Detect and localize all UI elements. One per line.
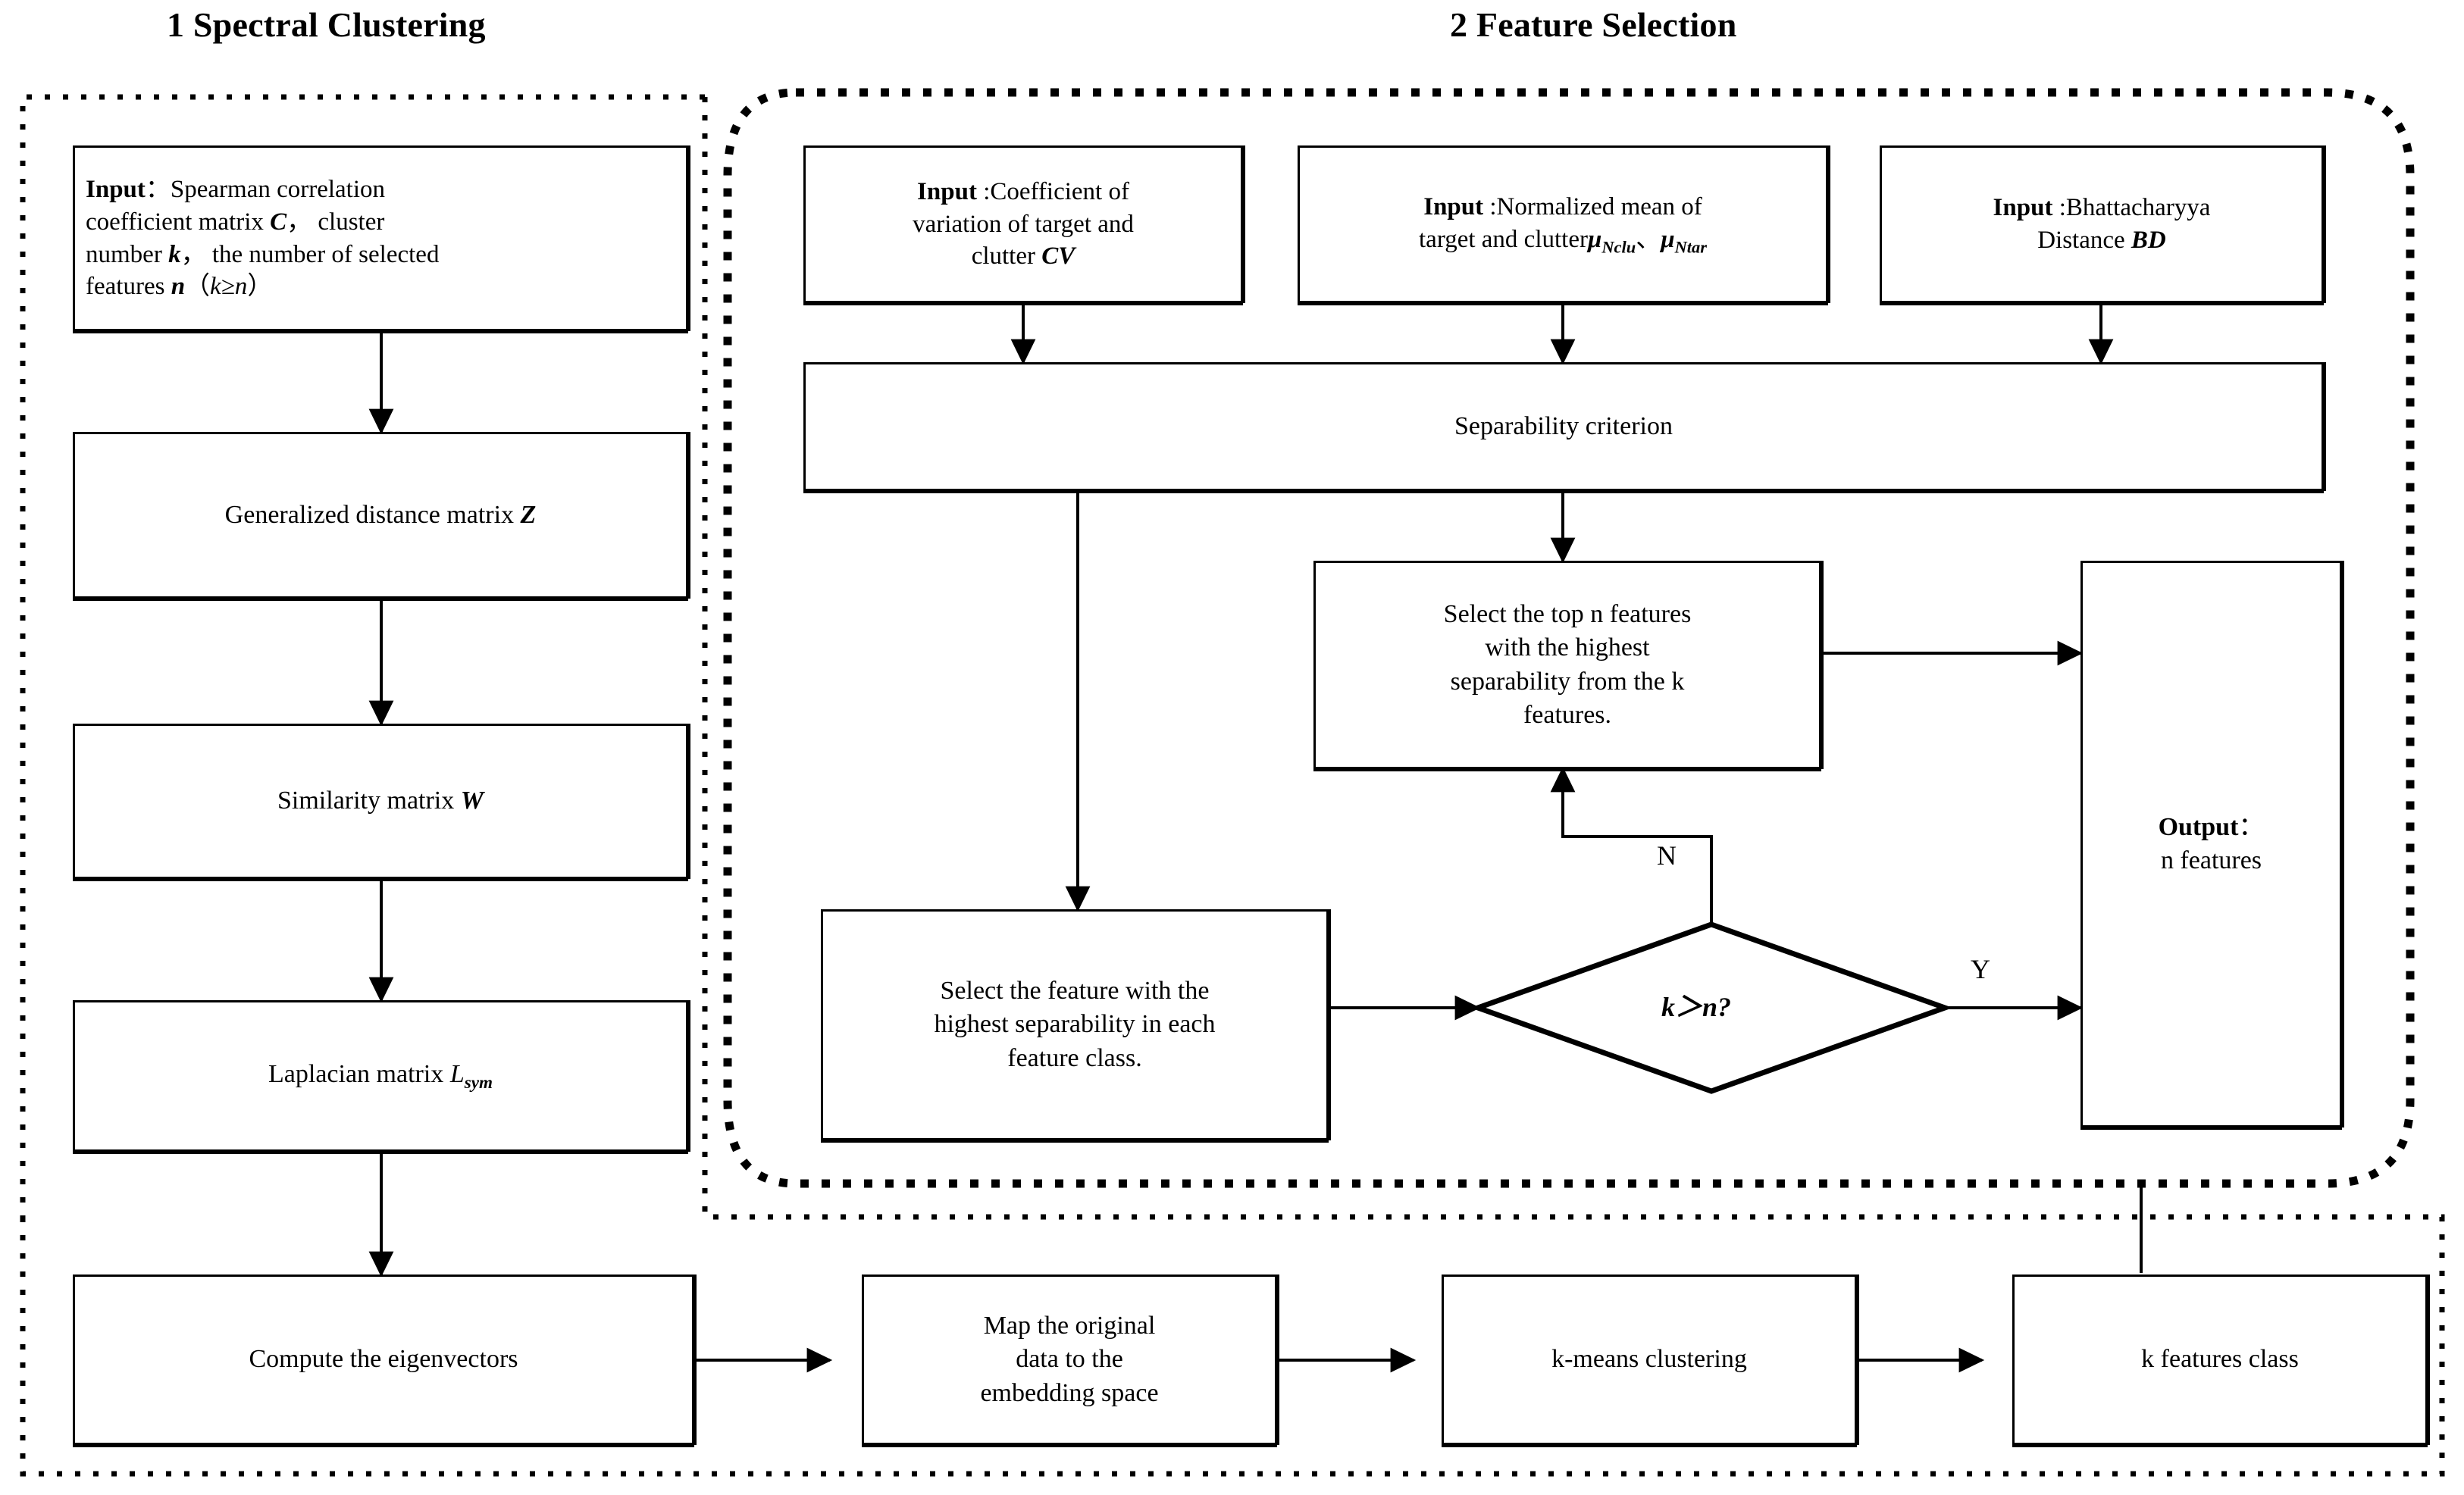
spearman-paren-open: （	[185, 273, 211, 301]
each-class-line1: Select the feature with the	[940, 977, 1210, 1006]
criterion-text: Separability criterion	[1454, 411, 1673, 440]
subscript-Ntar: Ntar	[1674, 237, 1707, 257]
decision-diamond	[1470, 921, 1953, 1094]
branch-label-yes: Y	[1971, 954, 1990, 984]
box-generalized-distance-matrix[interactable]: Generalized distance matrix Z	[73, 432, 688, 599]
decision-condition-label: k＞n?	[1661, 992, 1732, 1022]
spearman-line3a: number	[86, 240, 169, 268]
mean-input-label: Input	[1423, 192, 1484, 220]
cv-line1: Coefficient of	[990, 177, 1129, 205]
bottom-row-connectors	[694, 1181, 2143, 1373]
mean-line1: Normalized mean of	[1496, 192, 1702, 220]
region2-connectors	[1010, 303, 2114, 1021]
top-n-line4: features.	[1523, 700, 1612, 729]
spearman-paren-close: ）	[247, 273, 273, 301]
box-output-n-features[interactable]: Output： n features	[2080, 561, 2342, 1128]
map-line2: data to the	[1016, 1345, 1123, 1374]
output-text: Output： n features	[2093, 811, 2329, 877]
symbol-L: L	[449, 1060, 465, 1089]
cv-input-label: Input	[917, 177, 977, 205]
box-similarity-matrix[interactable]: Similarity matrix W	[73, 724, 688, 879]
bd-input-label: Input	[1993, 194, 2053, 222]
subscript-Nclu: Nclu	[1601, 237, 1636, 257]
symbol-CV: CV	[1041, 242, 1075, 271]
spearman-line2b: ， cluster	[286, 208, 385, 236]
output-label: Output	[2158, 812, 2239, 841]
symbol-mu-Ntar: μ	[1661, 225, 1675, 253]
symbol-mu-Nclu: μ	[1587, 225, 1602, 253]
kclass-text: k features class	[2141, 1345, 2299, 1374]
arrow-diamond-no-to-top-n	[1550, 766, 1713, 924]
box-select-top-n-features[interactable]: Select the top n features with the highe…	[1313, 561, 1821, 769]
symbol-L-subscript: sym	[464, 1072, 493, 1093]
similarity-text: Similarity matrix W	[86, 784, 675, 818]
box-k-features-class[interactable]: k features class	[2012, 1275, 2428, 1445]
region-2-border	[723, 88, 2415, 1188]
cv-text: Input :Coefficient of variation of targe…	[816, 176, 1230, 274]
each-class-text: Select the feature with the highest sepa…	[834, 974, 1316, 1075]
box-map-embedding-space[interactable]: Map the original data to the embedding s…	[862, 1275, 1277, 1445]
bd-text: Input :Bhattacharyya Distance BD	[1893, 192, 2311, 257]
bd-line1: Bhattacharyya	[2065, 194, 2211, 222]
spearman-line4a: features	[86, 273, 171, 301]
box-input-coefficient-of-variation[interactable]: Input :Coefficient of variation of targe…	[803, 145, 1243, 303]
box-input-normalized-mean[interactable]: Input :Normalized mean of target and clu…	[1298, 145, 1828, 303]
box-select-highest-separability-each-class[interactable]: Select the feature with the highest sepa…	[821, 909, 1329, 1140]
map-text: Map the original data to the embedding s…	[875, 1309, 1264, 1410]
similarity-label: Similarity matrix	[277, 787, 461, 815]
box-kmeans-clustering[interactable]: k-means clustering	[1442, 1275, 1857, 1445]
spearman-line3b: ， the number of selected	[180, 240, 440, 268]
cv-line2: variation of target and	[913, 210, 1134, 238]
laplacian-text: Laplacian matrix Lsym	[86, 1058, 675, 1094]
top-n-line1: Select the top n features	[1443, 600, 1692, 629]
bd-line2a: Distance	[2037, 227, 2131, 254]
laplacian-label: Laplacian matrix	[268, 1060, 450, 1089]
spearman-line2a: coefficient matrix	[86, 208, 271, 236]
box-separability-criterion[interactable]: Separability criterion	[803, 362, 2324, 491]
generalized-text: Generalized distance matrix Z	[86, 499, 675, 532]
section-title-spectral-clustering: 1 Spectral Clustering	[167, 5, 486, 44]
symbol-BD: BD	[2131, 227, 2166, 254]
mean-text: Input :Normalized mean of target and clu…	[1310, 191, 1815, 258]
box-input-bhattacharyya-distance[interactable]: Input :Bhattacharyya Distance BD	[1880, 145, 2324, 303]
region-1-border	[20, 94, 2445, 1477]
cv-line3a: clutter	[971, 242, 1042, 271]
symbol-k: k	[168, 240, 181, 268]
mean-enum-comma: 、	[1636, 225, 1661, 253]
cv-separator: :	[976, 177, 991, 205]
section-title-feature-selection: 2 Feature Selection	[1450, 5, 1737, 44]
bd-separator: :	[2052, 194, 2066, 222]
symbol-C: C	[270, 208, 287, 236]
condition-k-ge-n: k≥n	[210, 273, 248, 301]
mean-line2a: target and clutter	[1419, 225, 1588, 253]
top-n-text: Select the top n features with the highe…	[1326, 598, 1808, 732]
spearman-line1: Spearman correlation	[170, 175, 386, 203]
symbol-W: W	[460, 787, 484, 815]
input-label: Input	[86, 175, 146, 203]
top-n-line2: with the highest	[1485, 633, 1650, 662]
box-compute-eigenvectors[interactable]: Compute the eigenvectors	[73, 1275, 694, 1445]
box-laplacian-matrix[interactable]: Laplacian matrix Lsym	[73, 1000, 688, 1152]
input-separator: ：	[145, 175, 171, 203]
box-input-spearman-text: Input：Spearman correlation coefficient m…	[86, 174, 675, 304]
branch-label-no: N	[1657, 840, 1677, 871]
mean-separator: :	[1483, 192, 1497, 220]
symbol-Z: Z	[520, 500, 537, 529]
map-line3: embedding space	[980, 1378, 1159, 1407]
output-line2: n features	[2160, 846, 2262, 874]
map-line1: Map the original	[983, 1312, 1156, 1340]
box-input-spearman-correlation[interactable]: Input：Spearman correlation coefficient m…	[73, 145, 688, 331]
symbol-n: n	[171, 273, 186, 301]
kmeans-text: k-means clustering	[1551, 1345, 1747, 1374]
each-class-line2: highest separability in each	[934, 1010, 1216, 1039]
each-class-line3: feature class.	[1007, 1043, 1142, 1072]
generalized-label: Generalized distance matrix	[224, 500, 521, 529]
eigen-text: Compute the eigenvectors	[249, 1345, 518, 1374]
output-separator: ：	[2238, 812, 2265, 841]
top-n-line3: separability from the k	[1450, 667, 1685, 696]
